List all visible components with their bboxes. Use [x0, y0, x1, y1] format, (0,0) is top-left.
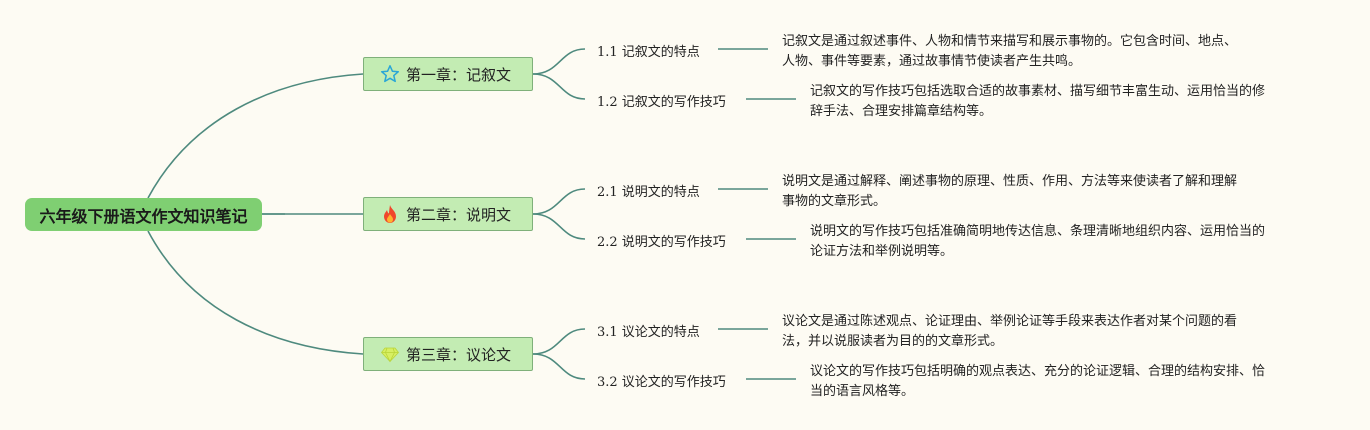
chapter-node-1[interactable]: 第一章：记叙文: [363, 57, 533, 91]
connector-ch2-sub2: [532, 213, 586, 240]
connector-ch2-sub1: [532, 188, 586, 215]
chapter-node-3[interactable]: 第三章：议论文: [363, 337, 533, 371]
gem-icon: [380, 344, 400, 364]
root-title: 六年级下册语文作文知识笔记: [39, 206, 248, 226]
subtopic-2-1[interactable]: 2.1 说明文的特点: [597, 185, 700, 200]
chapter-title: 第一章：记叙文: [406, 65, 512, 84]
description-line: 议论文的写作技巧包括明确的观点表达、充分的论证逻辑、合理的结构安排、恰: [810, 364, 1266, 379]
root-node[interactable]: 六年级下册语文作文知识笔记: [25, 198, 262, 231]
description-3-2[interactable]: 议论文的写作技巧包括明确的观点表达、充分的论证逻辑、合理的结构安排、恰 当的语言…: [810, 362, 1310, 402]
description-line: 当的语言风格等。: [810, 384, 915, 399]
connector-root-ch3: [147, 230, 364, 355]
description-3-1[interactable]: 议论文是通过陈述观点、论证理由、举例论证等手段来表达作者对某个问题的看 法，并以…: [782, 312, 1282, 352]
description-line: 论证方法和举例说明等。: [810, 244, 954, 259]
connector-ch1-sub1: [532, 48, 586, 75]
connector-ch3-sub1: [532, 328, 586, 355]
subtopic-3-2[interactable]: 3.2 议论文的写作技巧: [597, 375, 726, 390]
description-line: 事物的文章形式。: [782, 194, 887, 209]
description-line: 记叙文的写作技巧包括选取合适的故事素材、描写细节丰富生动、运用恰当的修: [810, 84, 1266, 99]
description-2-2[interactable]: 说明文的写作技巧包括准确简明地传达信息、条理清晰地组织内容、运用恰当的 论证方法…: [810, 222, 1310, 262]
connector-root-ch1-curve: [147, 73, 364, 199]
fire-icon: [380, 204, 400, 224]
subtopic-2-2[interactable]: 2.2 说明文的写作技巧: [597, 235, 726, 250]
connector-ch3-sub2: [532, 353, 586, 380]
description-line: 记叙文是通过叙述事件、人物和情节来描写和展示事物的。它包含时间、地点、: [782, 34, 1238, 49]
subtopic-3-1[interactable]: 3.1 议论文的特点: [597, 325, 700, 340]
description-1-2[interactable]: 记叙文的写作技巧包括选取合适的故事素材、描写细节丰富生动、运用恰当的修 辞手法、…: [810, 82, 1310, 122]
description-line: 说明文是通过解释、阐述事物的原理、性质、作用、方法等来使读者了解和理解: [782, 174, 1238, 189]
description-line: 辞手法、合理安排篇章结构等。: [810, 104, 993, 119]
description-line: 议论文是通过陈述观点、论证理由、举例论证等手段来表达作者对某个问题的看: [782, 314, 1238, 329]
description-1-1[interactable]: 记叙文是通过叙述事件、人物和情节来描写和展示事物的。它包含时间、地点、 人物、事…: [782, 32, 1282, 72]
chapter-title: 第二章：说明文: [406, 205, 512, 224]
chapter-title: 第三章：议论文: [406, 345, 512, 364]
subtopic-1-2[interactable]: 1.2 记叙文的写作技巧: [597, 95, 726, 110]
star-outline-icon: [380, 64, 400, 84]
chapter-node-2[interactable]: 第二章：说明文: [363, 197, 533, 231]
description-line: 人物、事件等要素，通过故事情节使读者产生共鸣。: [782, 54, 1082, 69]
description-line: 法，并以说服读者为目的的文章形式。: [782, 334, 1004, 349]
subtopic-1-1[interactable]: 1.1 记叙文的特点: [597, 45, 700, 60]
description-line: 说明文的写作技巧包括准确简明地传达信息、条理清晰地组织内容、运用恰当的: [810, 224, 1266, 239]
description-2-1[interactable]: 说明文是通过解释、阐述事物的原理、性质、作用、方法等来使读者了解和理解 事物的文…: [782, 172, 1282, 212]
connector-ch1-sub2: [532, 73, 586, 100]
